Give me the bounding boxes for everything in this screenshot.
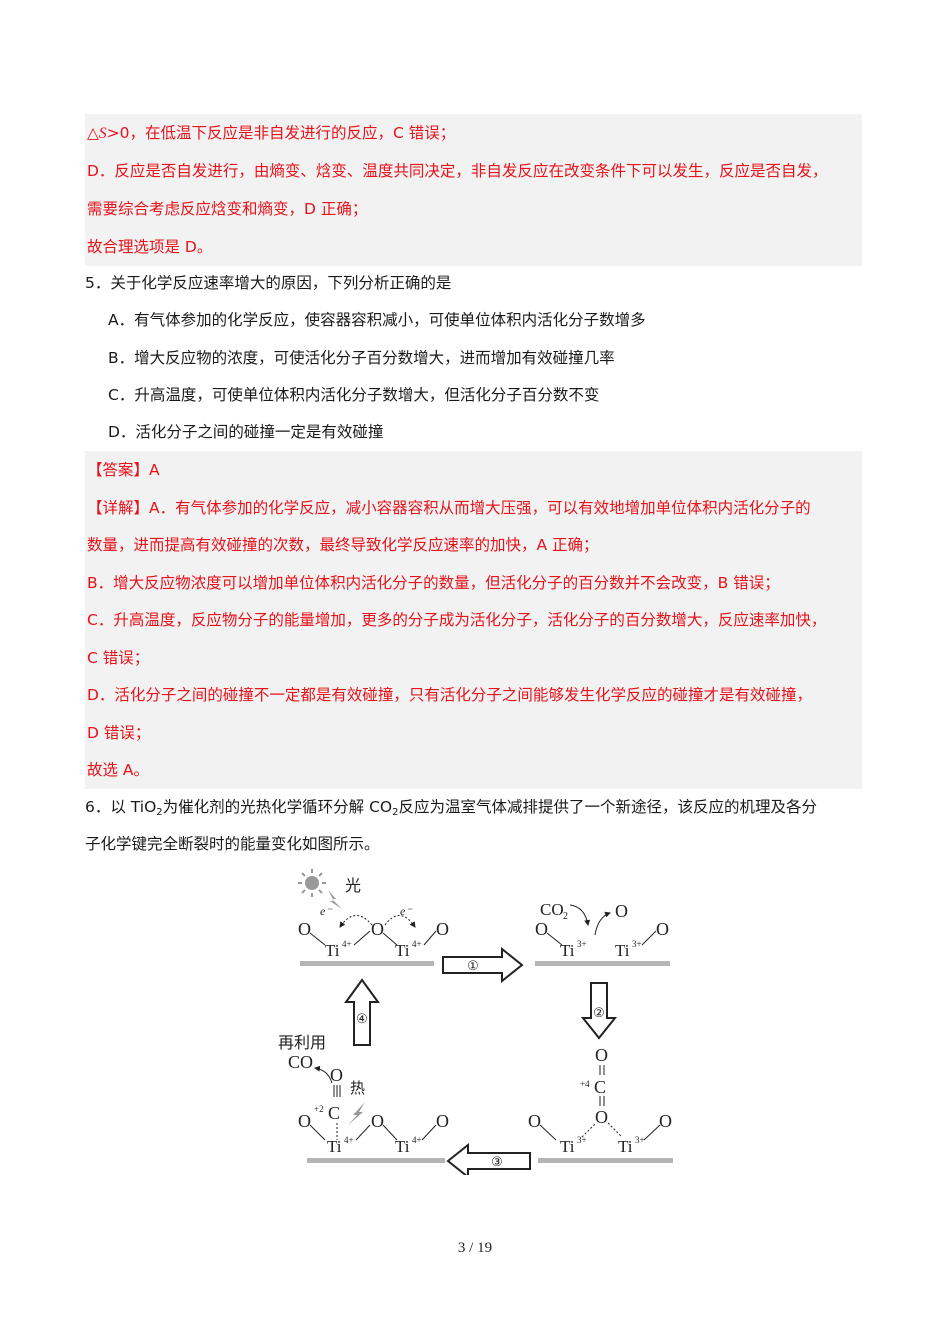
step-3-arrow: ③ — [446, 1142, 531, 1180]
svg-text:Ti: Ti — [325, 941, 340, 960]
lightning-icon — [328, 890, 342, 909]
page-number: 3 / 19 — [457, 1240, 493, 1256]
svg-text:O: O — [595, 1107, 608, 1127]
svg-text:Ti: Ti — [395, 1137, 410, 1156]
svg-text:Ti: Ti — [560, 1137, 575, 1156]
svg-text:Ti: Ti — [618, 1137, 633, 1156]
svg-text:O: O — [371, 1111, 384, 1131]
heat-lightning-icon — [348, 1102, 365, 1125]
svg-text:O: O — [615, 901, 628, 921]
svg-text:CO: CO — [288, 1052, 313, 1072]
question-5-option-d: D．活化分子之间的碰撞一定是有效碰撞 — [108, 423, 384, 441]
svg-text:④: ④ — [356, 1011, 368, 1026]
svg-text:O: O — [436, 919, 449, 939]
step-4-arrow: ④ — [344, 978, 380, 1046]
question-5-stem: 5．关于化学反应速率增大的原因，下列分析正确的是 — [85, 274, 452, 292]
reuse-label: 再利用 — [278, 1033, 326, 1052]
prev-explanation-text: >0，在低温下反应是非自发进行的反应，C 错误； — [106, 124, 456, 142]
svg-text:3+: 3+ — [577, 939, 587, 949]
prev-explanation-line-3: 需要综合考虑反应焓变和熵变，D 正确； — [85, 190, 862, 228]
question-5-explanation-line-1: 【详解】A．有气体参加的化学反应，减小容器容积从而增大压强，可以有效地增加单位体… — [85, 489, 862, 527]
surface-bar — [535, 961, 670, 966]
question-5-answer: 【答案】A — [85, 451, 862, 489]
svg-text:3+: 3+ — [635, 1135, 645, 1145]
svg-text:Ti: Ti — [327, 1137, 342, 1156]
question-5-explanation-line-3: B．增大反应物浓度可以增加单位体积内活化分子的数量，但活化分子的百分数并不会改变… — [85, 564, 862, 602]
svg-text:O: O — [656, 919, 669, 939]
svg-text:CO: CO — [540, 900, 564, 919]
question-5-explanation-line-2: 数量，进而提高有效碰撞的次数，最终导致化学反应速率的加快，A 正确； — [85, 526, 862, 564]
svg-text:4+: 4+ — [412, 939, 422, 949]
question-5-explanation-line-5: C 错误； — [85, 639, 862, 677]
surface-bar — [307, 1158, 445, 1163]
question-5-option-c: C．升高温度，可使单位体积内活化分子数增大，但活化分子百分数不变 — [108, 386, 600, 404]
svg-text:O: O — [298, 1111, 311, 1131]
question-5-conclusion: 故选 A。 — [85, 751, 862, 789]
delta-symbol: △ — [87, 124, 99, 142]
svg-text:4+: 4+ — [342, 939, 352, 949]
light-label: 光 — [345, 876, 361, 895]
prev-explanation-line-1: △S>0，在低温下反应是非自发进行的反应，C 错误； — [85, 114, 862, 152]
svg-text:4+: 4+ — [344, 1135, 354, 1145]
question-6-stem-line-1: 6．以 TiO2为催化剂的光热化学循环分解 CO2反应为温室气体减排提供了一个新… — [85, 798, 818, 818]
surface-bar — [300, 961, 434, 966]
svg-text:+2: +2 — [314, 1104, 324, 1114]
svg-text:O: O — [298, 919, 311, 939]
question-6-stem-line-2: 子化学键完全断裂时的能量变化如图所示。 — [85, 835, 380, 853]
svg-text:+4: +4 — [580, 1079, 590, 1089]
svg-text:Ti: Ti — [560, 941, 575, 960]
svg-text:O: O — [330, 1065, 343, 1085]
question-5-explanation-line-4: C．升高温度，反应物分子的能量增加，更多的分子成为活化分子，活化分子的百分数增大… — [85, 601, 862, 639]
surface-bar — [538, 1158, 673, 1163]
svg-text:O: O — [535, 919, 548, 939]
svg-text:O: O — [371, 919, 384, 939]
svg-text:Ti: Ti — [395, 941, 410, 960]
entropy-variable: S — [98, 125, 107, 142]
svg-text:O: O — [659, 1111, 672, 1131]
svg-text:4+: 4+ — [412, 1135, 422, 1145]
question-5-explanation-line-7: D 错误； — [85, 714, 862, 752]
question-5-option-b: B．增大反应物的浓度，可使活化分子百分数增大，进而增加有效碰撞几率 — [108, 349, 615, 367]
svg-text:C: C — [328, 1103, 340, 1123]
svg-text:e⁻: e⁻ — [320, 904, 333, 918]
question-5-option-a: A．有气体参加的化学反应，使容器容积减小，可使单位体积内活化分子数增多 — [108, 311, 646, 329]
svg-text:3+: 3+ — [632, 939, 642, 949]
step-1-arrow: ① — [442, 946, 524, 984]
prev-explanation-line-4: 故合理选项是 D。 — [85, 228, 862, 266]
question-5-explanation-line-6: D．活化分子之间的碰撞不一定都是有效碰撞，只有活化分子之间能够发生化学反应的碰撞… — [85, 676, 862, 714]
step-2-arrow: ② — [580, 982, 618, 1040]
svg-text:O: O — [595, 1045, 608, 1065]
prev-explanation-line-2: D．反应是否自发进行，由熵变、焓变、温度共同决定，非自发反应在改变条件下可以发生… — [85, 152, 862, 190]
svg-text:Ti: Ti — [615, 941, 630, 960]
svg-text:2: 2 — [563, 911, 568, 922]
heat-label: 热 — [350, 1079, 365, 1097]
svg-text:O: O — [436, 1111, 449, 1131]
svg-text:③: ③ — [491, 1154, 503, 1169]
svg-text:e⁻: e⁻ — [400, 904, 413, 918]
sun-icon — [298, 869, 326, 897]
tio2-mechanism-figure: 光 e⁻ e⁻ O Ti 4+ O Ti 4+ O ① CO 2 — [270, 865, 680, 1180]
svg-text:②: ② — [593, 1005, 605, 1020]
svg-text:3+: 3+ — [577, 1135, 587, 1145]
svg-text:①: ① — [467, 958, 479, 973]
svg-text:O: O — [528, 1111, 541, 1131]
svg-text:C: C — [594, 1077, 606, 1097]
